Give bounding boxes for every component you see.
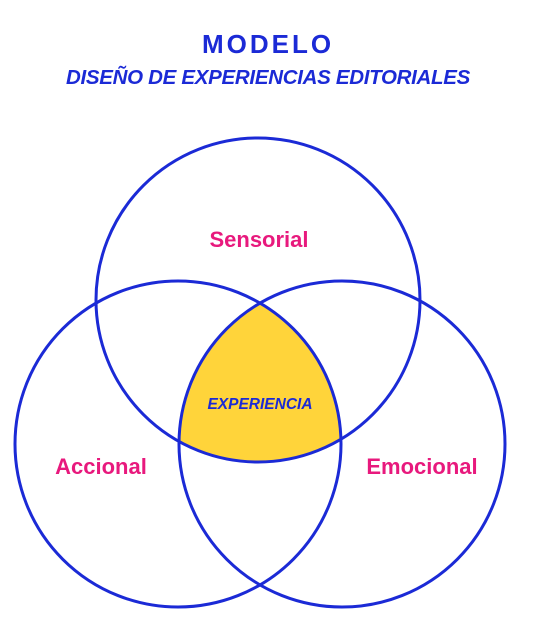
- label-accional: Accional: [55, 454, 147, 479]
- circle-accional: [13, 279, 343, 609]
- label-emocional: Emocional: [366, 454, 477, 479]
- circle-emocional: [177, 279, 507, 609]
- diagram-title: MODELO: [201, 29, 335, 59]
- label-experiencia: EXPERIENCIA: [207, 396, 312, 413]
- center-intersection-region: [179, 281, 341, 462]
- diagram-subtitle: DISEÑO DE EXPERIENCIAS EDITORIALES: [65, 66, 471, 89]
- label-sensorial: Sensorial: [209, 227, 308, 252]
